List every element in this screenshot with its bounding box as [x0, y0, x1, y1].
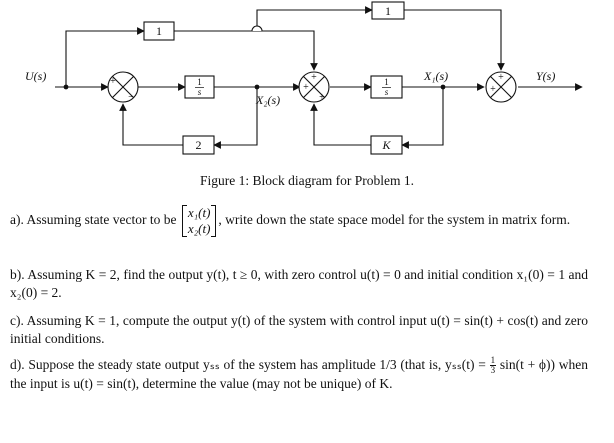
integrator-block-2: [370, 75, 403, 99]
problem-d-after: sin(t + ϕ)) when the input is u(t) = sin…: [10, 357, 589, 392]
state-vector: x₁(t) x₂(t): [181, 205, 217, 237]
problem-d: d). Suppose the steady state output yₛₛ …: [10, 356, 588, 393]
summing-junction-1: [107, 71, 139, 103]
sum3-sign-plus-top: +: [498, 72, 504, 83]
sum1-sign-plus: +: [110, 76, 116, 87]
integrator-block-1: [184, 75, 215, 99]
x2-branch-dot: [254, 84, 260, 90]
gain-top-left-label: 1: [156, 24, 162, 38]
gain-block-top-left: [143, 21, 175, 41]
gain-feedback-left-label: 2: [196, 138, 202, 152]
x1-feedback-line: [401, 87, 444, 149]
figure-caption: Figure 1: Block diagram for Problem 1.: [199, 173, 415, 188]
line-crossing-hop: [251, 25, 263, 32]
problem-a: a). Assuming state vector to be x₁(t) x₂…: [10, 205, 588, 237]
fraction-denominator: 3: [490, 365, 496, 376]
fraction-numerator: 1: [489, 355, 497, 367]
gain-top-right-label: 1: [385, 4, 391, 18]
sum1-sign-minus: −: [128, 92, 134, 103]
x1-label: X₁(s): [423, 69, 448, 83]
integrator1-den: s: [198, 87, 202, 97]
feedforward-line-left: [65, 27, 145, 87]
input-branch-dot: [63, 84, 69, 90]
block-diagram: 1 1 2 K 1 s 1 s U(s) Y(s) X₁(s) X₂(s) + …: [25, 1, 583, 155]
output-label: Y(s): [536, 69, 555, 83]
x2-to-top-gain-line: [256, 6, 373, 31]
sum2-sign-plus-left: +: [303, 82, 309, 93]
top-gain-to-sum3-line: [404, 9, 505, 71]
feedforward-to-sum2-line: [257, 30, 318, 71]
gain-feedback-right-label: K: [381, 138, 391, 152]
state-vector-top: x₁(t): [187, 205, 211, 220]
problem-b: b). Assuming K = 2, find the output y(t)…: [10, 267, 588, 300]
gain-block-feedback-right: [370, 135, 403, 155]
k-to-sum2-line: [310, 103, 371, 146]
integrator2-num: 1: [384, 77, 389, 87]
x1-branch-dot: [440, 84, 446, 90]
integrator1-num: 1: [197, 77, 202, 87]
x2-feedback-line: [213, 87, 258, 149]
summing-junction-2: [298, 71, 330, 103]
problem-a-suffix: , write down the state space model for t…: [218, 212, 571, 228]
integrator2-den: s: [385, 87, 389, 97]
gain2-to-sum1-line: [119, 103, 183, 146]
x2-label: X₂(s): [255, 93, 280, 107]
problem-d-before: d). Suppose the steady state output yₛₛ …: [10, 357, 486, 372]
gain-block-feedback-left: [182, 135, 215, 155]
problem-a-prefix: a). Assuming state vector to be: [10, 212, 177, 228]
input-label: U(s): [25, 69, 46, 83]
problem-c: c). Assuming K = 1, compute the output y…: [10, 313, 588, 346]
sum3-sign-plus-left: +: [490, 84, 496, 95]
sum2-sign-plus-bottom: +: [319, 92, 325, 103]
gain-block-top-right: [371, 1, 405, 20]
state-vector-bottom: x₂(t): [187, 221, 211, 236]
sum2-sign-plus-top: +: [311, 72, 317, 83]
summing-junction-3: [485, 71, 517, 103]
